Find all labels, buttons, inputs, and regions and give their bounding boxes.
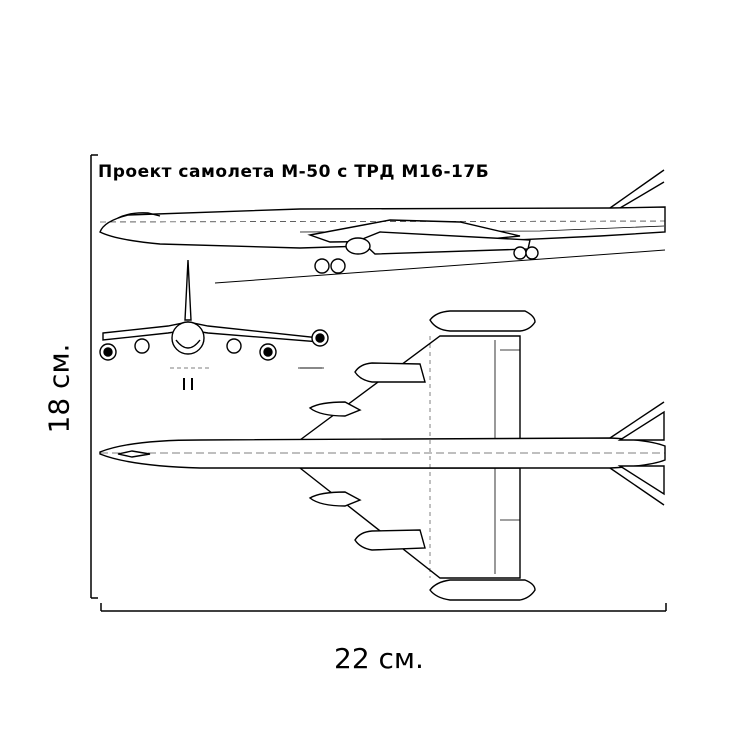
side-view — [99, 169, 666, 284]
height-dimension-bracket — [90, 154, 98, 599]
height-dimension-label: 18 см. — [42, 343, 76, 434]
drawing-title: Проект самолета М-50 с ТРД М16-17Б — [98, 162, 490, 182]
width-dimension-label: 22 см. — [334, 642, 424, 675]
top-view — [99, 310, 666, 601]
width-dimension-bracket — [100, 603, 667, 612]
front-view — [99, 259, 329, 390]
